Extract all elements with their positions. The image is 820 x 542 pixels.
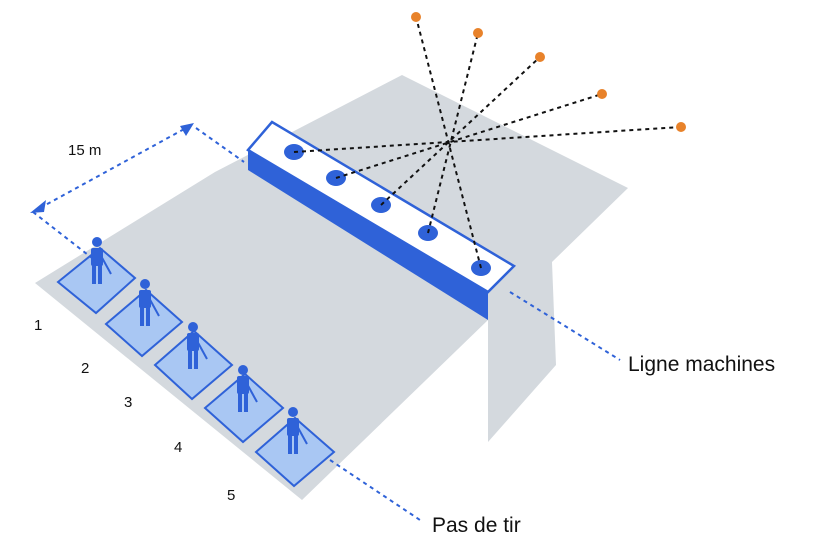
target-dot	[411, 12, 421, 22]
distance-extension-left	[32, 211, 93, 259]
station-number-3: 3	[124, 394, 132, 411]
shooter-icon	[91, 237, 112, 284]
station-number-5: 5	[227, 487, 235, 504]
trajectory-line	[427, 32, 479, 234]
arrowhead-icon	[180, 123, 194, 136]
firing-line-label: Pas de tir	[432, 514, 521, 537]
trajectory-line	[335, 93, 603, 179]
station-pad-1	[56, 246, 137, 315]
target-dot	[597, 89, 607, 99]
station-pad-3	[153, 329, 234, 401]
machine-line-leader	[509, 291, 621, 361]
station-number-1: 1	[34, 317, 42, 334]
distance-dimension	[32, 127, 245, 259]
trap-house	[246, 120, 517, 320]
shooter-icon	[139, 279, 160, 326]
shooter-icon	[287, 407, 308, 454]
station-number-2: 2	[81, 360, 89, 377]
shooter-icon	[187, 322, 208, 369]
target-dot	[535, 52, 545, 62]
trap-house-front	[248, 150, 488, 320]
shooter-icon	[237, 365, 258, 412]
targets	[411, 12, 686, 132]
trajectory-line	[415, 16, 482, 269]
distance-label: 15 m	[68, 142, 101, 159]
field-ground	[35, 75, 628, 500]
machine-line-label: Ligne machines	[628, 353, 775, 376]
arrowhead-icon	[30, 200, 46, 213]
shooters	[91, 237, 308, 454]
distance-arrow-line	[39, 127, 187, 209]
target-dot	[676, 122, 686, 132]
firing-line-leader	[329, 459, 421, 521]
trajectory-line	[293, 126, 681, 153]
trajectories	[293, 16, 681, 269]
station-number-4: 4	[174, 439, 182, 456]
distance-extension-right	[195, 127, 245, 163]
target-dot	[473, 28, 483, 38]
